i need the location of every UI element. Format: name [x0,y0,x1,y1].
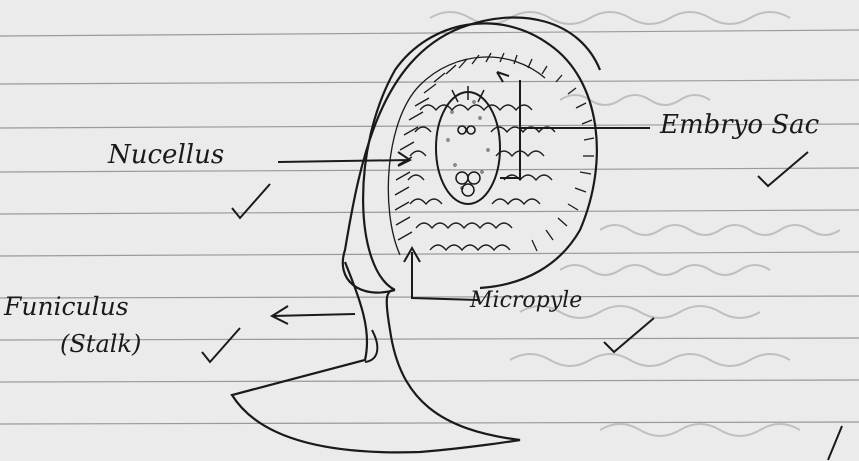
embryo-sac [436,86,500,204]
leader-lines [272,72,650,324]
polar-nuclei [458,126,466,134]
label-funiculus: Funiculus [4,292,129,321]
nucellus-cells [408,105,555,250]
label-micropyle: Micropyle [470,288,582,313]
label-nucellus: Nucellus [108,140,224,170]
micropyle-arrow [412,252,478,300]
label-stalk: (Stalk) [60,330,141,358]
egg-apparatus [456,172,468,184]
funiculus-arrow [272,314,355,316]
label-embryo-sac: Embryo Sac [660,110,819,140]
